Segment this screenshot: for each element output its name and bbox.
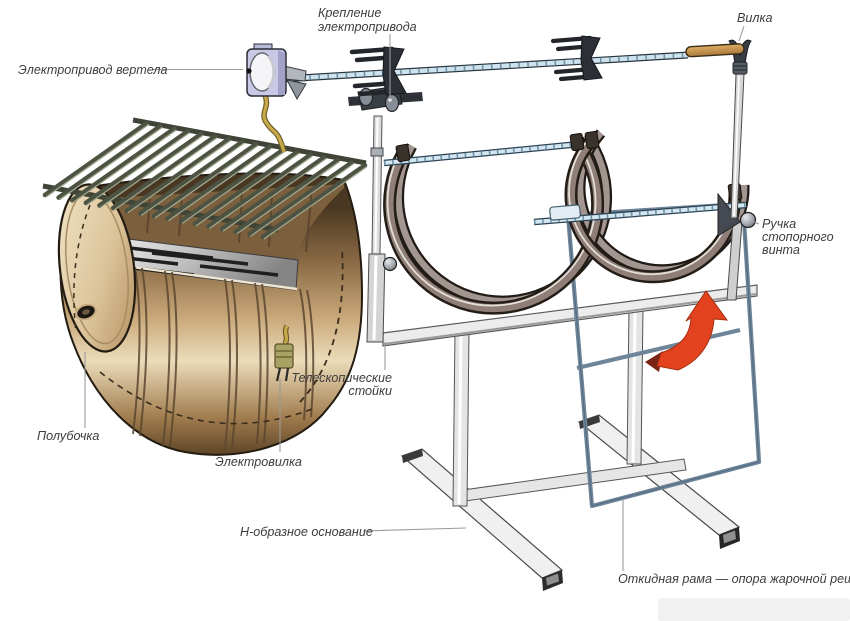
- h-base: [382, 284, 758, 591]
- label-power-plug: Электровилка: [215, 455, 302, 469]
- power-plug: [274, 343, 294, 382]
- label-drive-mount: Крепление: [318, 6, 381, 20]
- label-folding-frame: Откидная рама — опора жарочной решётки: [618, 572, 850, 586]
- spit-rod: [281, 51, 689, 83]
- barrel-cradles: [384, 131, 746, 308]
- label-telescopic: Телескопические: [291, 371, 392, 385]
- telescopic-stand-right: [717, 39, 757, 301]
- label-fork: Вилка: [737, 11, 772, 25]
- stand-joint-ring: [370, 147, 384, 157]
- leader-lines: [84, 25, 760, 571]
- label-lock-knob: Ручка: [762, 217, 796, 231]
- grill-grate: [42, 117, 366, 240]
- watermark-strip: [658, 598, 850, 621]
- stopper-screw-knob: [739, 211, 757, 229]
- label-telescopic-2: стойки: [348, 384, 392, 398]
- spit-handle: [685, 43, 745, 58]
- stand-lock-knob-left: [382, 256, 398, 272]
- label-lock-knob-3: винта: [762, 243, 800, 257]
- label-drive-mount-2: электропривода: [318, 20, 417, 34]
- rotation-arrow: [645, 290, 729, 372]
- stopper-screw-rod: [533, 201, 747, 226]
- labels: Крепление электропривода Вилка Электропр…: [18, 6, 850, 586]
- spit-assembly: [246, 35, 745, 382]
- spit-fork-clamp-2: [550, 35, 603, 82]
- bung-hole: [75, 303, 97, 321]
- half-barrel: [57, 172, 364, 456]
- label-lock-knob-2: стопорного: [762, 230, 834, 244]
- label-h-base: Н-образное основание: [240, 525, 373, 539]
- label-half-barrel: Полубочка: [37, 429, 99, 443]
- label-spit-drive: Электропривод вертела: [18, 63, 167, 77]
- base-foot-left: [400, 448, 564, 579]
- spit-motor: [246, 43, 307, 101]
- rod-sleeve: [549, 204, 581, 221]
- threaded-rod-top: [383, 140, 581, 167]
